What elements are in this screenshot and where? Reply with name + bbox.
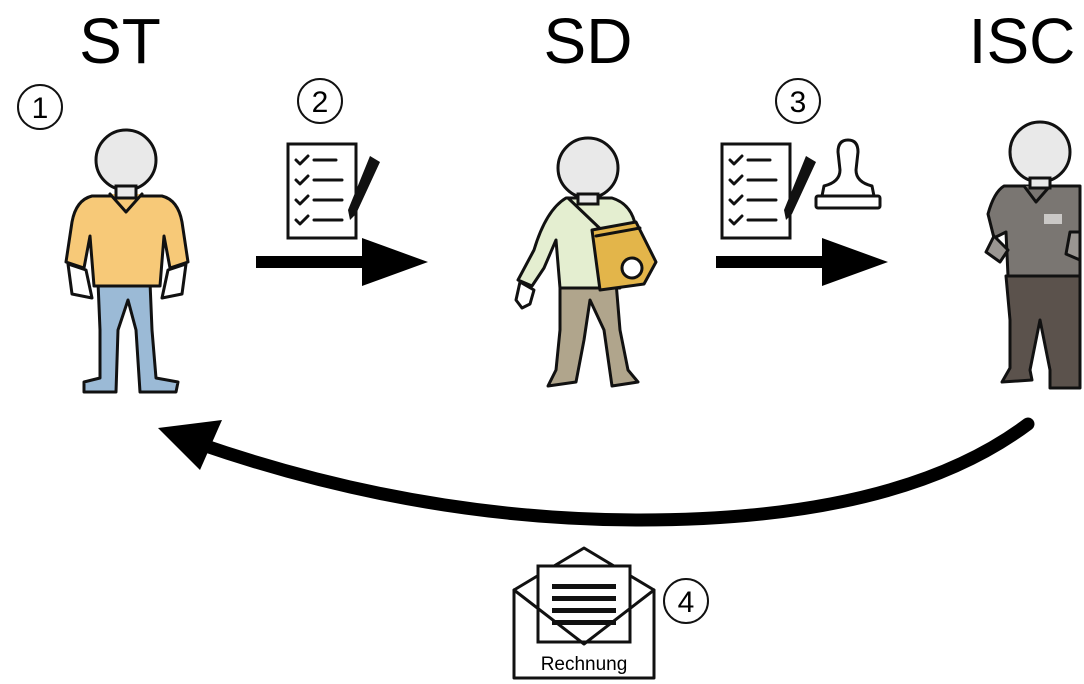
step-badge-4: 4	[663, 578, 709, 624]
sd-figure	[514, 136, 658, 388]
arrow-sd-to-isc	[716, 238, 888, 286]
pen-icon	[348, 156, 380, 220]
stamp-icon	[814, 138, 882, 210]
actor-label-isc: ISC	[969, 5, 1076, 77]
envelope-icon: Rechnung	[512, 546, 656, 680]
invoice-label: Rechnung	[541, 654, 628, 675]
checklist-icon-approved	[720, 142, 792, 240]
pen-icon-approved	[784, 156, 816, 220]
step-badge-2: 2	[297, 78, 343, 124]
arrow-isc-to-st	[158, 417, 1035, 527]
step-number-4: 4	[678, 586, 695, 619]
actor-label-sd: SD	[544, 5, 633, 77]
step-number-1: 1	[32, 92, 49, 125]
checklist-icon	[286, 142, 358, 240]
step-badge-1: 1	[17, 84, 63, 130]
step-number-2: 2	[312, 86, 329, 119]
actor-label-st: ST	[79, 5, 161, 77]
st-figure	[64, 128, 190, 394]
step-number-3: 3	[790, 86, 807, 119]
isc-figure	[984, 120, 1082, 390]
step-badge-3: 3	[775, 78, 821, 124]
arrow-st-to-sd	[256, 238, 428, 286]
